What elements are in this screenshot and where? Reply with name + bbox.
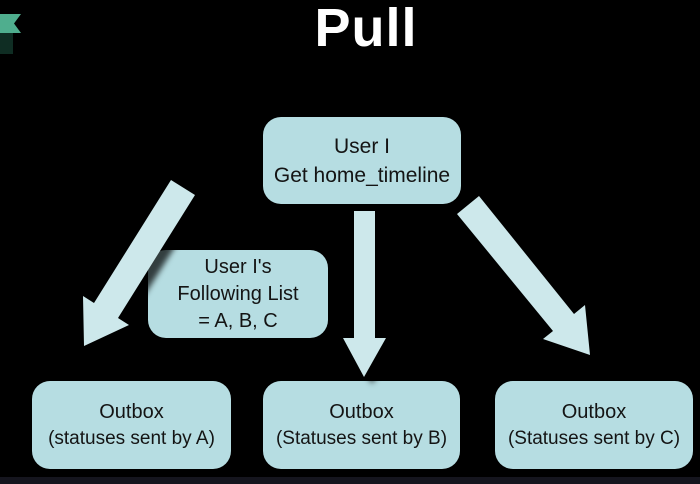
ribbon-flag [0, 14, 21, 33]
slide-title: Pull [314, 0, 418, 58]
following-node-line2: Following List [177, 282, 299, 305]
bottom-edge-strip [0, 477, 700, 484]
following-node-line1: User I's [204, 255, 272, 278]
node-outbox-a: Outbox (statuses sent by A) [32, 381, 231, 469]
bookmark-ribbon-icon [0, 14, 21, 54]
ribbon-shadow-tail [0, 33, 13, 54]
user-node-line1: User I [333, 134, 390, 158]
user-node-line2: Get home_timeline [273, 163, 451, 187]
node-outbox-c: Outbox (Statuses sent by C) [495, 381, 693, 469]
outbox-a-title: Outbox [99, 400, 164, 423]
outbox-c-subtitle: (Statuses sent by C) [507, 427, 681, 449]
node-following-list: User I's Following List = A, B, C [148, 250, 328, 338]
node-outbox-b: Outbox (Statuses sent by B) [263, 381, 460, 469]
arrow-user-to-outbox-b-icon [343, 211, 386, 377]
outbox-a-subtitle: (statuses sent by A) [48, 427, 215, 449]
following-node-line3: = A, B, C [198, 309, 278, 332]
outbox-c-title: Outbox [561, 400, 627, 423]
outbox-b-subtitle: (Statuses sent by B) [275, 427, 448, 449]
outbox-b-title: Outbox [329, 400, 394, 423]
node-user-get-home-timeline: User I Get home_timeline [263, 117, 461, 204]
arrow-user-to-outbox-c-icon [457, 196, 590, 355]
